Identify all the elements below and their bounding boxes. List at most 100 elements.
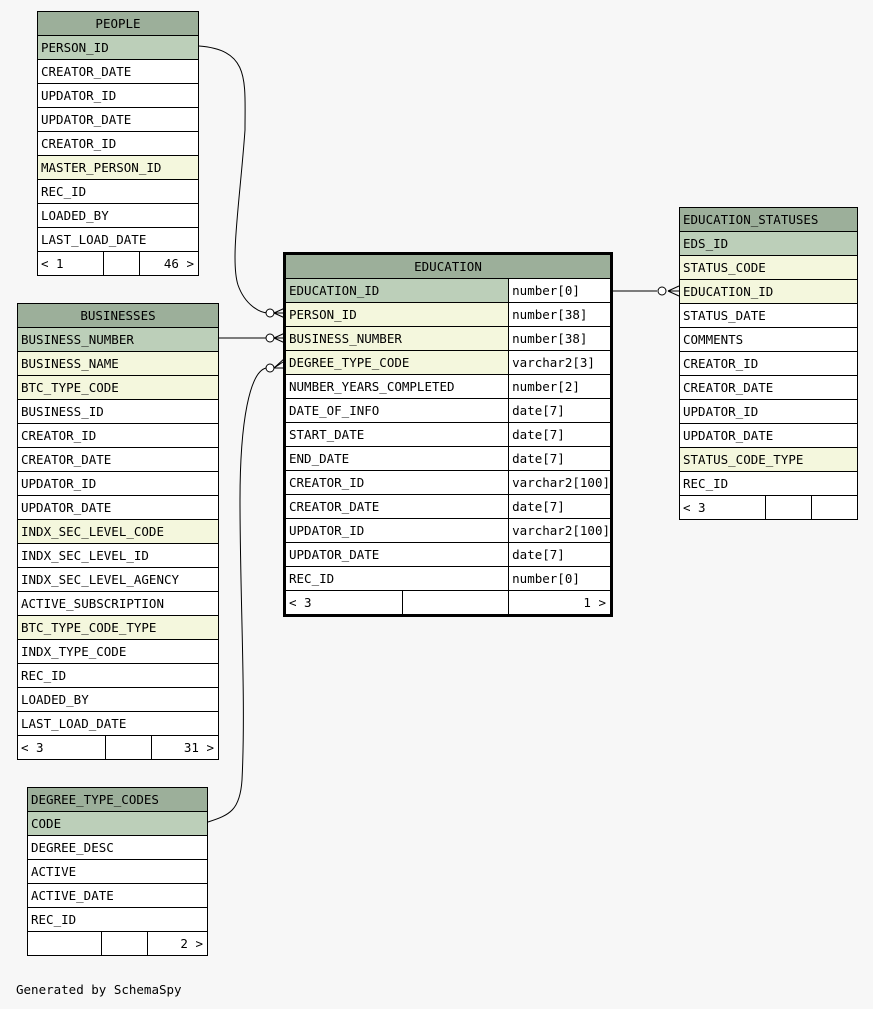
column-row[interactable]: LAST_LOAD_DATE bbox=[17, 711, 219, 736]
column-name: UPDATOR_ID bbox=[17, 471, 219, 496]
column-row[interactable]: LOADED_BY bbox=[17, 687, 219, 712]
column-row[interactable]: ACTIVE_DATE bbox=[27, 883, 208, 908]
column-name: LOADED_BY bbox=[17, 687, 219, 712]
column-name: EDS_ID bbox=[679, 231, 858, 256]
column-row[interactable]: ACTIVE bbox=[27, 859, 208, 884]
column-name: STATUS_CODE bbox=[679, 255, 858, 280]
column-name: BUSINESS_ID bbox=[17, 399, 219, 424]
column-name: BTC_TYPE_CODE bbox=[17, 375, 219, 400]
column-row[interactable]: EDS_ID bbox=[679, 231, 858, 256]
column-row[interactable]: DEGREE_DESC bbox=[27, 835, 208, 860]
column-row[interactable]: ACTIVE_SUBSCRIPTION bbox=[17, 591, 219, 616]
column-row[interactable]: CREATOR_DATE bbox=[679, 375, 858, 400]
column-row[interactable]: UPDATOR_DATE bbox=[37, 107, 199, 132]
column-row[interactable]: REC_ID bbox=[27, 907, 208, 932]
column-row[interactable]: INDX_SEC_LEVEL_ID bbox=[17, 543, 219, 568]
column-name: REC_ID bbox=[37, 179, 199, 204]
table-header: EDUCATION bbox=[284, 253, 612, 279]
column-row[interactable]: PERSON_ID bbox=[37, 35, 199, 60]
footer-children[interactable]: 2 > bbox=[147, 931, 208, 956]
column-row[interactable]: STATUS_CODE bbox=[679, 255, 858, 280]
footer-parents[interactable] bbox=[27, 931, 102, 956]
column-row[interactable]: BUSINESS_NAME bbox=[17, 351, 219, 376]
footer-children[interactable] bbox=[811, 495, 858, 520]
column-row[interactable]: UPDATOR_ID bbox=[679, 399, 858, 424]
column-row[interactable]: CREATOR_ID bbox=[17, 423, 219, 448]
column-name: ACTIVE_DATE bbox=[27, 883, 208, 908]
footer-mid bbox=[402, 590, 510, 616]
table-footer: < 3 1 > bbox=[283, 590, 612, 616]
column-name: CREATOR_ID bbox=[17, 423, 219, 448]
column-row[interactable]: REC_ID bbox=[37, 179, 199, 204]
column-row[interactable]: BTC_TYPE_CODE_TYPE bbox=[17, 615, 219, 640]
footer-parents[interactable]: < 3 bbox=[17, 735, 106, 760]
footer-children[interactable]: 46 > bbox=[139, 251, 199, 276]
footer-children[interactable]: 1 > bbox=[508, 590, 612, 616]
column-name: STATUS_CODE_TYPE bbox=[679, 447, 858, 472]
column-row[interactable]: CREATOR_ID bbox=[37, 131, 199, 156]
column-row[interactable]: INDX_TYPE_CODE bbox=[17, 639, 219, 664]
column-row[interactable]: STATUS_DATE bbox=[679, 303, 858, 328]
column-row[interactable]: REC_ID bbox=[17, 663, 219, 688]
column-row[interactable]: UPDATOR_DATE bbox=[17, 495, 219, 520]
column-name: CODE bbox=[27, 811, 208, 836]
column-row[interactable]: UPDATOR_ID bbox=[37, 83, 199, 108]
column-type: date[7] bbox=[508, 398, 612, 423]
column-row[interactable]: LAST_LOAD_DATE bbox=[37, 227, 199, 252]
footer-parents[interactable]: < 1 bbox=[37, 251, 104, 276]
column-row[interactable]: UPDATOR_ID bbox=[17, 471, 219, 496]
column-row[interactable]: INDX_SEC_LEVEL_AGENCY bbox=[17, 567, 219, 592]
column-row[interactable]: CREATOR_DATE bbox=[17, 447, 219, 472]
column-row[interactable]: EDUCATION_ID bbox=[679, 279, 858, 304]
generated-by-label: Generated by SchemaSpy bbox=[16, 982, 182, 997]
footer-parents[interactable]: < 3 bbox=[679, 495, 766, 520]
column-row[interactable]: UPDATOR_DATE bbox=[679, 423, 858, 448]
column-row[interactable]: MASTER_PERSON_ID bbox=[37, 155, 199, 180]
column-type: number[0] bbox=[508, 278, 612, 303]
column-name: REC_ID bbox=[679, 471, 858, 496]
column-name: LAST_LOAD_DATE bbox=[37, 227, 199, 252]
column-row[interactable]: BUSINESS_ID bbox=[17, 399, 219, 424]
column-name: PERSON_ID bbox=[37, 35, 199, 60]
column-name: UPDATOR_DATE bbox=[17, 495, 219, 520]
column-row[interactable]: CREATOR_ID bbox=[679, 351, 858, 376]
footer-children[interactable]: 31 > bbox=[151, 735, 219, 760]
column-name: STATUS_DATE bbox=[679, 303, 858, 328]
column-name: DEGREE_DESC bbox=[27, 835, 208, 860]
column-type: date[7] bbox=[508, 542, 612, 567]
column-row[interactable]: BTC_TYPE_CODE bbox=[17, 375, 219, 400]
column-row[interactable]: BUSINESS_NUMBER bbox=[17, 327, 219, 352]
column-name: COMMENTS bbox=[679, 327, 858, 352]
column-name: CREATOR_DATE bbox=[37, 59, 199, 84]
column-row[interactable]: REC_ID bbox=[679, 471, 858, 496]
column-name: UPDATOR_ID bbox=[37, 83, 199, 108]
column-row[interactable]: STATUS_CODE_TYPE bbox=[679, 447, 858, 472]
relation-end-marker bbox=[657, 286, 667, 296]
column-row[interactable]: LOADED_BY bbox=[37, 203, 199, 228]
column-row[interactable]: COMMENTS bbox=[679, 327, 858, 352]
column-row[interactable]: CREATOR_DATE bbox=[37, 59, 199, 84]
column-type: varchar2[100] bbox=[508, 470, 612, 495]
column-row[interactable]: CODE bbox=[27, 811, 208, 836]
footer-parents[interactable]: < 3 bbox=[283, 590, 404, 616]
column-row[interactable]: INDX_SEC_LEVEL_CODE bbox=[17, 519, 219, 544]
